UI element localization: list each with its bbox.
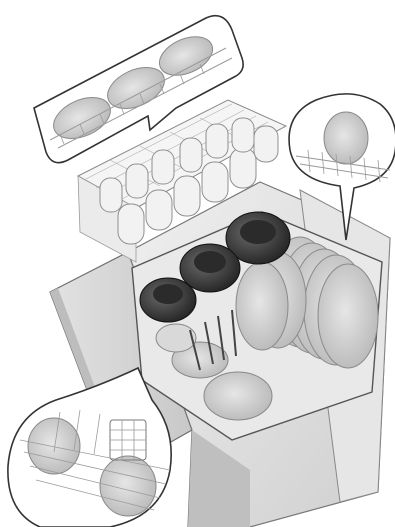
callout-lower-rack-detail: [8, 368, 171, 527]
